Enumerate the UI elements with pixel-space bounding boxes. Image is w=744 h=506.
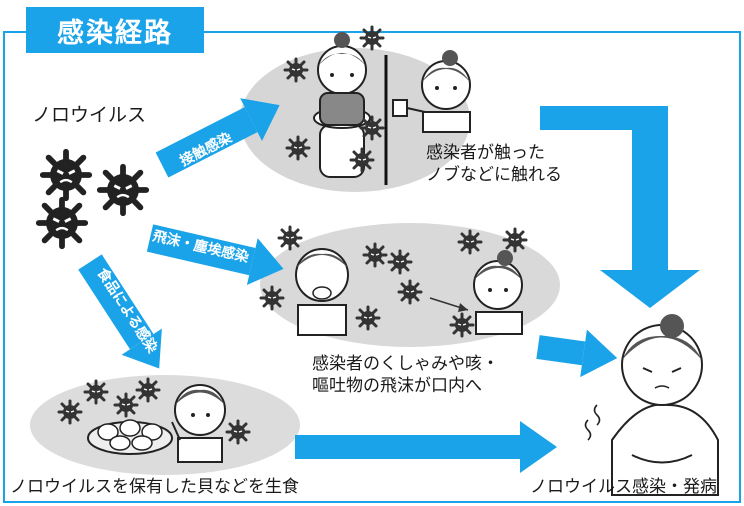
toilet-person-illustration xyxy=(313,32,371,178)
sneezing-person-illustration xyxy=(295,248,349,336)
result-caption: ノロウイルス感染・発病 xyxy=(530,477,717,497)
shellfish-plate-illustration xyxy=(87,419,173,455)
arrow-contact xyxy=(155,98,280,178)
norovirus-icon xyxy=(100,167,146,213)
arrow-droplet-to-result xyxy=(536,329,618,378)
arrow-food xyxy=(78,254,162,369)
contact-caption-line-1: 感染者が触った xyxy=(426,143,545,163)
scene-bg-food xyxy=(30,375,300,475)
arrow-droplet xyxy=(146,224,284,286)
sick-person-illustration xyxy=(584,314,719,496)
food-caption: ノロウイルスを保有した貝などを生食 xyxy=(10,477,299,497)
title-banner: 感染経路 xyxy=(26,7,204,53)
knob-toucher-illustration xyxy=(406,50,471,133)
contact-caption-line-2: ノブなどに触れる xyxy=(426,165,562,185)
arrow-contact-to-result xyxy=(540,106,700,308)
infected-person-illustration xyxy=(473,250,523,335)
page-title: 感染経路 xyxy=(57,17,173,49)
droplet-caption-line-1: 感染者のくしゃみや咳・ xyxy=(312,354,499,374)
norovirus-icon xyxy=(43,152,89,198)
door-knob-icon xyxy=(392,99,408,117)
eating-person-illustration xyxy=(171,384,226,463)
droplet-caption-line-2: 嘔吐物の飛沫が口内へ xyxy=(312,376,482,396)
norovirus-icon xyxy=(39,200,85,246)
virus-label: ノロウイルス xyxy=(32,104,147,126)
arrow-food-to-result xyxy=(295,421,557,473)
